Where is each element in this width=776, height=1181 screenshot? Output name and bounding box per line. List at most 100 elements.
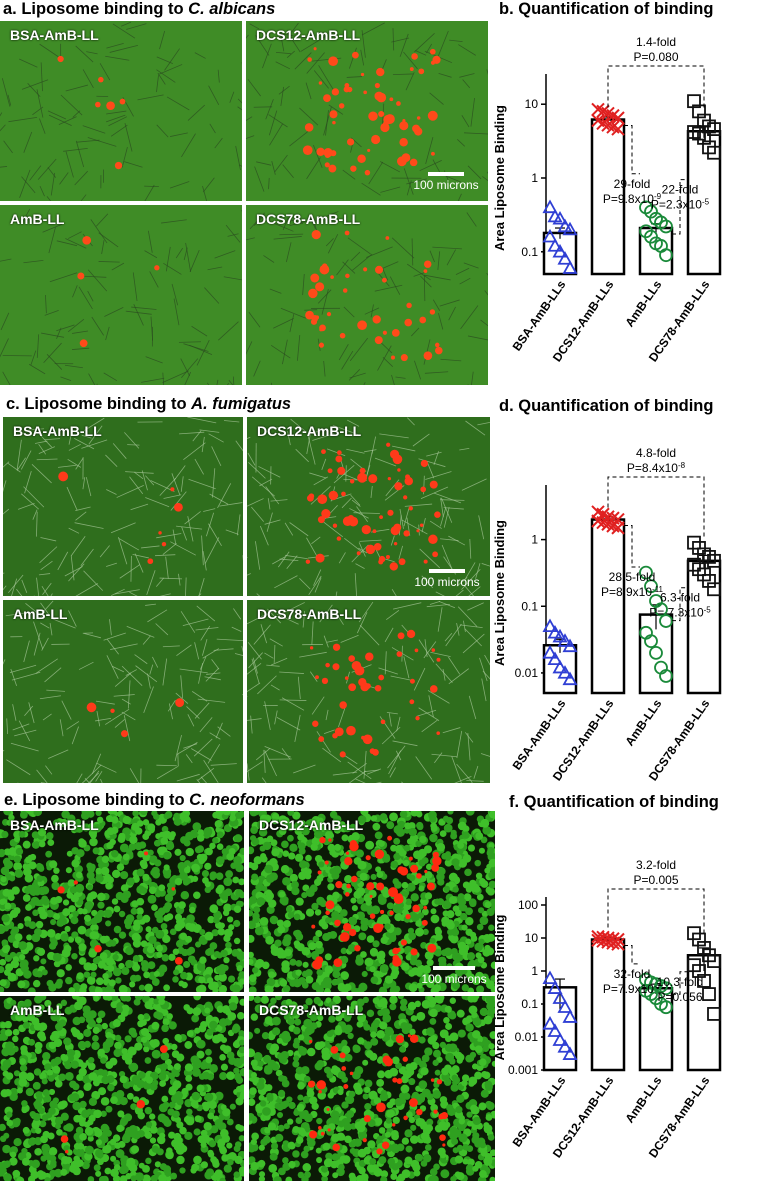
- y-tick-label: 0.1: [521, 599, 538, 613]
- micro-label: DCS12-AmB-LL: [259, 817, 364, 833]
- y-tick-label: 0.001: [508, 1063, 538, 1077]
- annotation-exponent: -7: [654, 981, 662, 990]
- annotation-text: 28.5-fold: [609, 570, 656, 584]
- annotation-text: P= 7.3x10-5: [649, 605, 711, 620]
- data-point-circle: [649, 645, 663, 660]
- bar: [590, 938, 626, 1072]
- annotation-exponent: -5: [704, 605, 712, 614]
- chart-f-title: f. Quantification of binding: [509, 793, 719, 811]
- significance-bracket: [607, 476, 705, 539]
- micro-label: BSA-AmB-LL: [13, 423, 102, 439]
- y-tick-label: 100: [518, 898, 538, 912]
- data-point-circle: [659, 248, 673, 263]
- micro-label: BSA-AmB-LL: [10, 817, 99, 833]
- data-point-triangle: [552, 990, 568, 1004]
- annotation-text: 32-fold: [614, 967, 651, 981]
- micro-c-amb: AmB-LL: [3, 600, 243, 783]
- y-tick-label: 1: [531, 533, 538, 547]
- annotation-text: P=0.080: [633, 50, 678, 64]
- significance-bracket: [607, 888, 705, 934]
- micro-label: AmB-LL: [13, 606, 68, 622]
- y-axis-label: Area Liposome Binding: [492, 105, 507, 251]
- scale-bar: 100 microns: [407, 569, 487, 589]
- x-tick-label: AmB-LLs: [622, 696, 664, 748]
- data-point-x: [611, 122, 625, 136]
- data-point-x: [591, 514, 605, 528]
- annotation-text: 4.8-fold: [636, 446, 676, 460]
- y-tick-label: 1: [531, 171, 538, 185]
- data-point-square: [707, 553, 721, 568]
- y-tick-label: 0.1: [521, 997, 538, 1011]
- scale-bar: 100 microns: [414, 966, 494, 986]
- panel-e-title: e. Liposome binding to C. neoformans: [4, 791, 305, 809]
- micro-label: AmB-LL: [10, 1002, 65, 1018]
- micro-e-dcs78: DCS78-AmB-LL: [249, 996, 495, 1181]
- data-point-triangle: [547, 980, 563, 994]
- panel-c-title: c. Liposome binding to A. fumigatus: [6, 395, 292, 413]
- chart-f: Area Liposome Binding0.0010.010.1110100B…: [492, 858, 722, 1160]
- data-point-triangle: [562, 1009, 578, 1023]
- data-point-square: [697, 974, 711, 988]
- data-point-triangle: [547, 651, 563, 666]
- data-point-triangle: [547, 238, 563, 252]
- annotation-text: P=7.9x10-7: [603, 981, 662, 996]
- annotation-text: P=9.8x10-9: [603, 191, 662, 206]
- data-point-triangle: [552, 1032, 568, 1046]
- annotation-text: P=2.3x10-5: [651, 197, 710, 212]
- micro-e-amb: AmB-LL: [0, 996, 244, 1181]
- annotation-text: P=8.4x10-8: [627, 461, 686, 476]
- data-point-x: [611, 521, 625, 535]
- data-point-square: [692, 932, 706, 947]
- annotation-text: 22-fold: [662, 183, 699, 197]
- annotation-exponent: -5: [702, 197, 710, 206]
- data-point-triangle: [562, 671, 578, 686]
- data-point-triangle: [562, 221, 578, 236]
- annotation-exponent: -8: [678, 461, 686, 470]
- panel-a-title: a. Liposome binding to C. albicans: [3, 0, 276, 18]
- data-point-circle: [644, 579, 658, 594]
- data-point-triangle: [557, 1039, 573, 1053]
- data-point-circle: [659, 669, 673, 683]
- annotation-text: 3.2-fold: [636, 858, 676, 872]
- x-tick-label: AmB-LLs: [622, 277, 664, 329]
- annotation-exponent: -11: [652, 585, 664, 594]
- data-point-circle: [659, 981, 673, 996]
- y-axis-label: Area Liposome Binding: [492, 914, 507, 1060]
- micro-label: AmB-LL: [10, 211, 65, 227]
- chart-b-title: b. Quantification of binding: [499, 0, 714, 18]
- y-tick-label: 1: [531, 964, 538, 978]
- data-point-square: [687, 557, 701, 572]
- data-point-triangle: [542, 228, 558, 243]
- y-axis-label: Area Liposome Binding: [492, 520, 507, 666]
- micro-e-bsa: BSA-AmB-LL: [0, 811, 244, 992]
- significance-bracket: [672, 179, 688, 235]
- data-point-triangle: [542, 199, 558, 214]
- annotation-text: P=0.056: [657, 990, 702, 1004]
- data-point-square: [707, 582, 721, 597]
- data-point-x: [611, 937, 625, 951]
- data-point-triangle: [552, 628, 568, 643]
- data-point-triangle: [542, 645, 558, 659]
- annotation-text: 10.3-fold: [657, 975, 704, 989]
- micro-label: BSA-AmB-LL: [10, 27, 99, 43]
- data-point-triangle: [562, 1046, 578, 1060]
- significance-bracket: [624, 525, 640, 568]
- micro-label: DCS12-AmB-LL: [257, 423, 362, 439]
- data-point-triangle: [557, 251, 573, 265]
- micro-a-dcs12: DCS12-AmB-LL 100 microns: [246, 21, 488, 201]
- data-point-square: [687, 94, 701, 109]
- y-tick-label: 0.01: [515, 1030, 539, 1044]
- significance-bracket: [672, 971, 688, 995]
- data-point-x: [606, 936, 620, 950]
- micro-c-dcs78: DCS78-AmB-LL: [247, 600, 490, 783]
- micro-label: DCS78-AmB-LL: [256, 211, 361, 227]
- y-tick-label: 0.01: [515, 666, 539, 680]
- scale-bar: 100 microns: [406, 172, 486, 192]
- data-point-square: [692, 104, 706, 119]
- chart-d: Area Liposome Binding0.010.11BSA-AmB-LLs…: [492, 446, 722, 783]
- data-point-triangle: [557, 633, 573, 647]
- micro-c-dcs12: DCS12-AmB-LL 100 microns: [247, 417, 490, 596]
- data-point-circle: [639, 565, 653, 580]
- data-point-x: [601, 935, 615, 949]
- chart-b: Area Liposome Binding0.1110BSA-AmB-LLsDC…: [492, 35, 722, 364]
